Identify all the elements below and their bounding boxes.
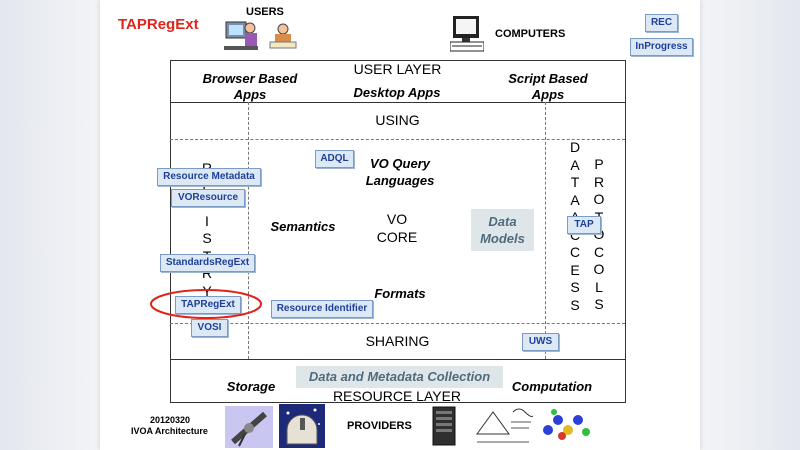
- using-divider: [170, 139, 625, 140]
- date-label: 20120320: [150, 415, 191, 425]
- vo-core-label: VO CORE: [376, 211, 418, 245]
- tapregext-tag: TAPRegExt: [175, 296, 241, 314]
- server-icon: [432, 406, 456, 446]
- registry-divider: [248, 102, 249, 359]
- semantics-label: Semantics: [270, 219, 336, 234]
- adql-tag: ADQL: [315, 150, 354, 168]
- protocols-label: PROTOCOLS: [593, 156, 605, 312]
- users-label: USERS: [246, 6, 284, 18]
- resource-layer-label: RESOURCE LAYER: [332, 388, 462, 404]
- uws-tag: UWS: [522, 333, 559, 351]
- using-label: USING: [375, 112, 420, 128]
- user-layer-label: USER LAYER: [353, 61, 442, 77]
- storage-label: Storage: [226, 379, 276, 394]
- legend-rec: REC: [645, 14, 678, 32]
- data-models-box: Data Models: [471, 209, 534, 251]
- user-layer-divider: [170, 102, 625, 103]
- equations-icon: [473, 404, 533, 448]
- slide-title: TAPRegExt: [118, 16, 199, 33]
- molecule-icon: [543, 409, 590, 440]
- sharing-label: SHARING: [365, 333, 430, 349]
- vo-query-label: VO Query Languages: [365, 156, 435, 188]
- computation-label: Computation: [511, 379, 593, 394]
- resource-metadata-tag: Resource Metadata: [157, 168, 261, 186]
- browser-apps-label: Browser Based Apps: [202, 71, 298, 102]
- script-apps-label: Script Based Apps: [508, 71, 588, 102]
- standardsregext-tag: StandardsRegExt: [160, 254, 255, 272]
- providers-label: PROVIDERS: [347, 420, 412, 432]
- resource-layer-divider: [170, 359, 625, 360]
- tap-tag: TAP: [567, 216, 601, 234]
- user-reading-icon: [269, 23, 297, 49]
- sharing-divider: [170, 323, 625, 324]
- computers-label: COMPUTERS: [495, 28, 566, 40]
- voresource-tag: VOResource: [171, 189, 245, 207]
- legend-inprogress: InProgress: [630, 38, 693, 56]
- desktop-apps-label: Desktop Apps: [353, 85, 441, 100]
- computer-icon: [450, 16, 484, 52]
- tapregext-highlight: [150, 289, 262, 319]
- arch-label: IVOA Architecture: [131, 426, 208, 436]
- vosi-tag: VOSI: [191, 319, 228, 337]
- dal-divider: [545, 102, 546, 359]
- telescope-icon: [225, 406, 273, 448]
- formats-label: Formats: [374, 286, 426, 301]
- observatory-icon: [279, 404, 325, 448]
- user-computer-icon: [224, 21, 258, 50]
- resource-identifier-tag: Resource Identifier: [271, 300, 373, 318]
- data-collection-box: Data and Metadata Collection: [296, 366, 503, 388]
- architecture-frame: [170, 60, 626, 403]
